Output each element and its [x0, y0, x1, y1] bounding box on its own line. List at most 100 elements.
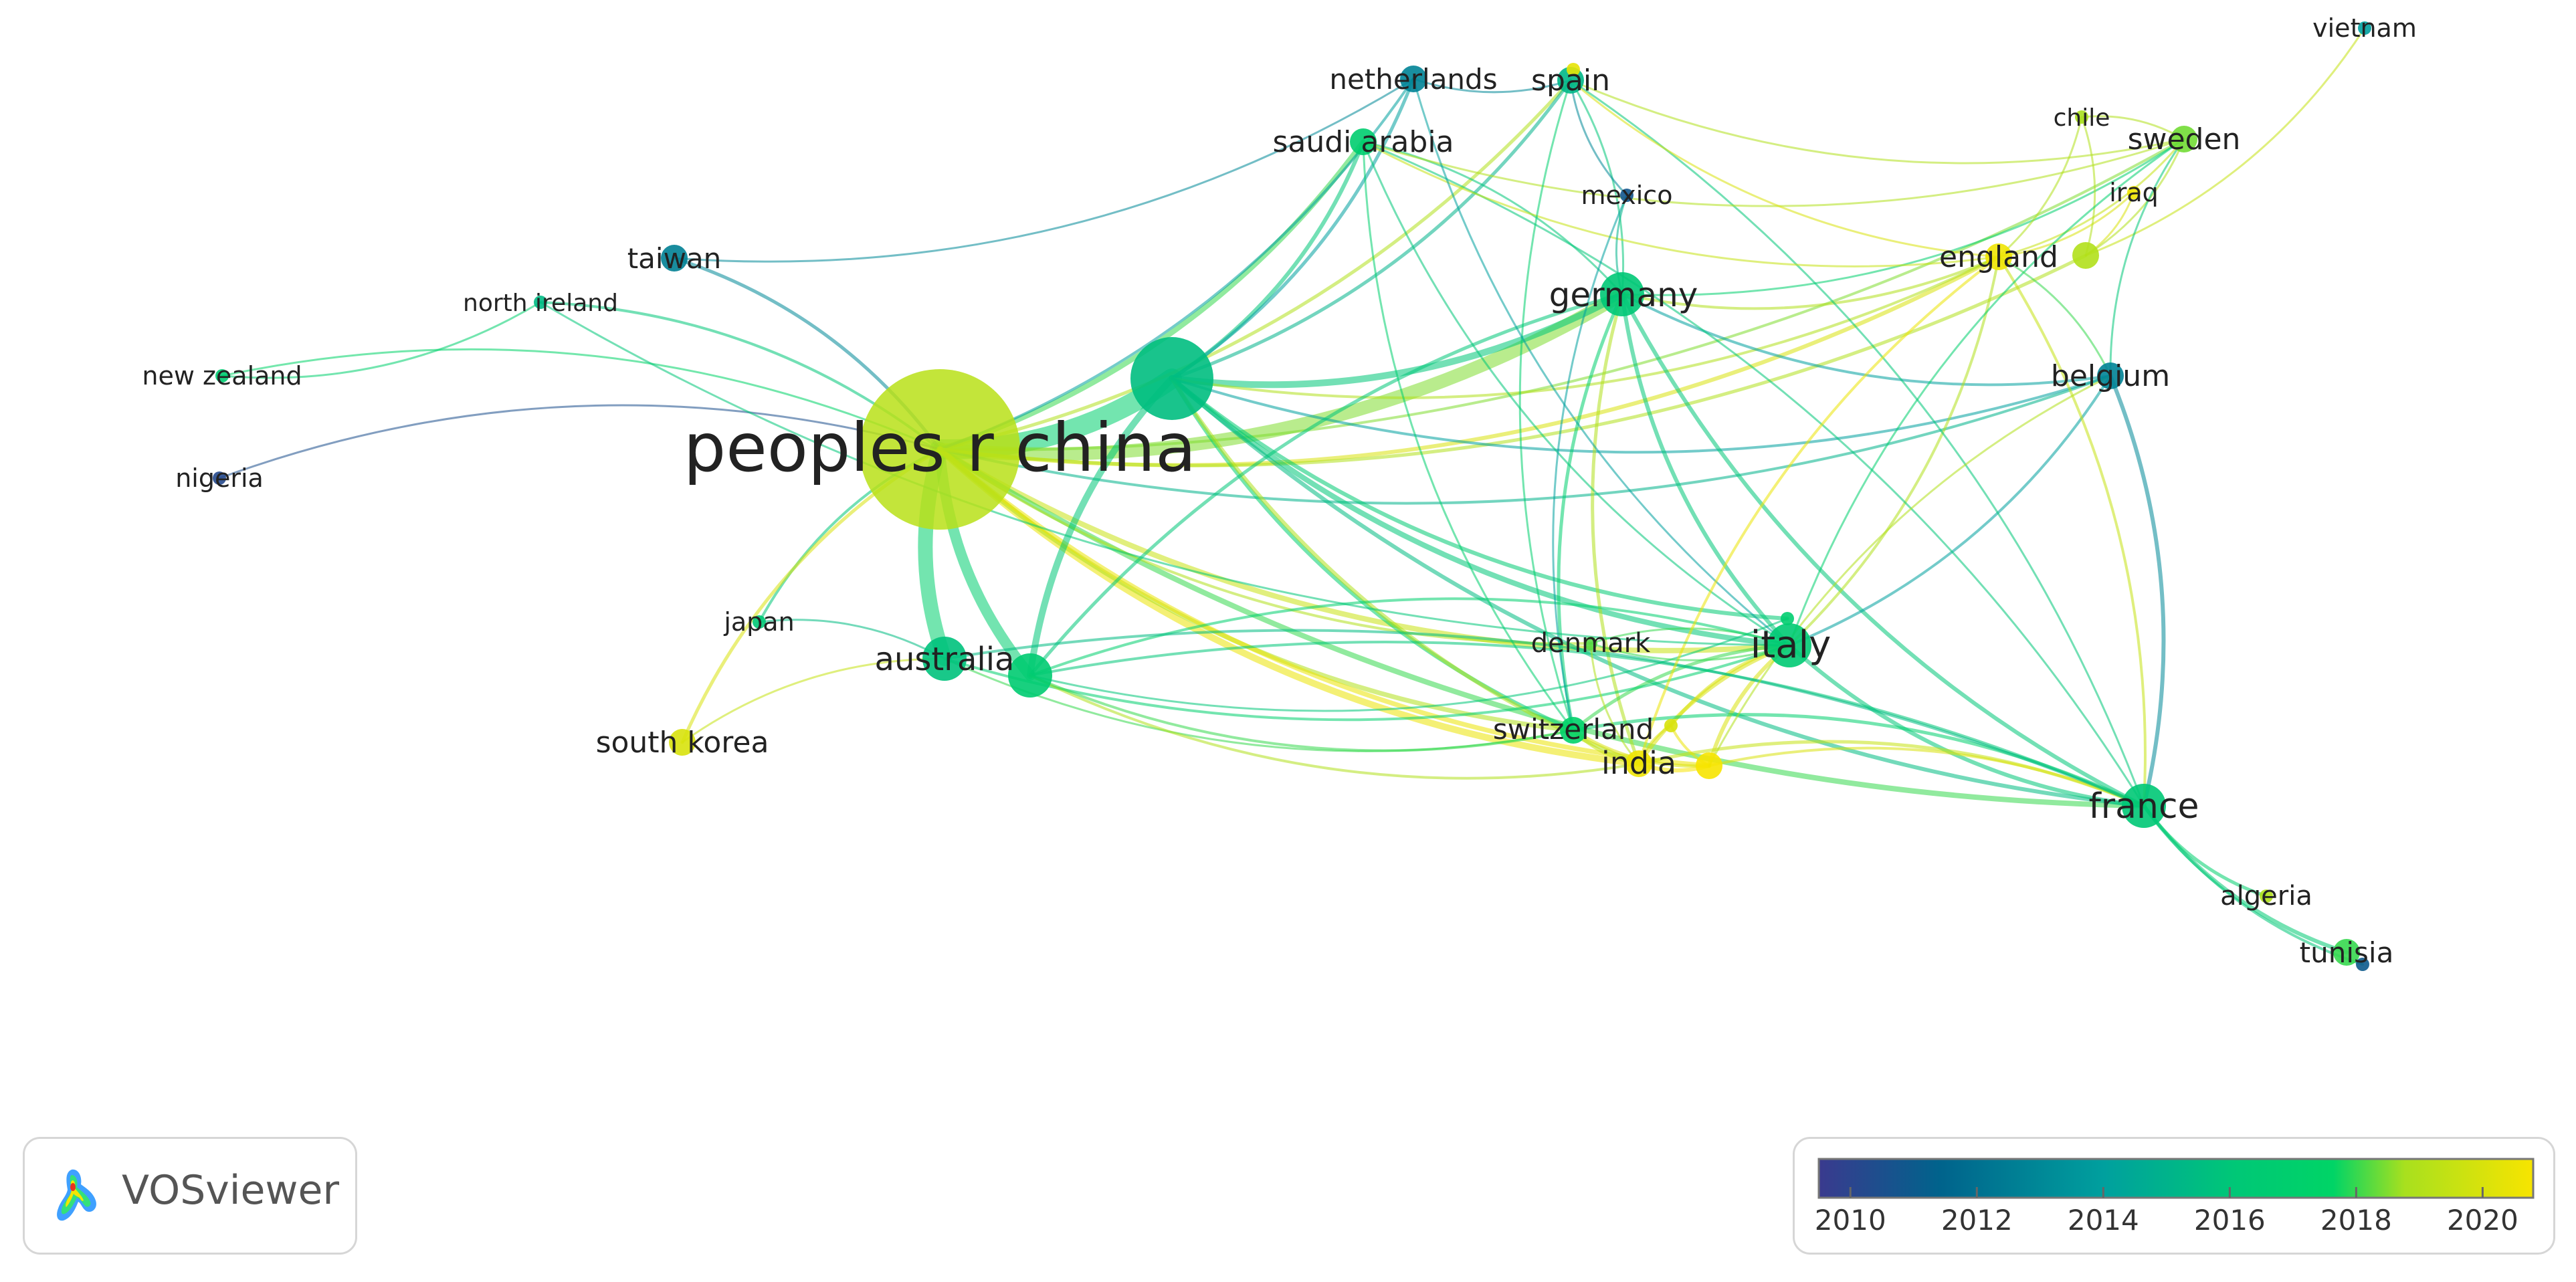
node-japan[interactable] — [753, 615, 766, 629]
node-label-france[interactable]: france — [2088, 786, 2199, 827]
link-germany-italy — [1620, 292, 1791, 647]
node-switzerland[interactable] — [1560, 717, 1587, 744]
node-belgium[interactable] — [2097, 362, 2124, 389]
node-chile[interactable] — [2075, 110, 2088, 124]
link-denmark-italy — [1589, 642, 1791, 661]
link-germany-switzerland — [1557, 292, 1624, 732]
link-germany-aus2 — [1028, 292, 1624, 677]
link-hub-aus2 — [1027, 375, 1175, 679]
node-label-denmark[interactable]: denmark — [1531, 628, 1651, 659]
node-australia[interactable] — [922, 637, 967, 681]
link-germany-france — [1620, 292, 2146, 808]
node-vietnam[interactable] — [2358, 21, 2371, 35]
link-hub-spain — [1170, 78, 1573, 381]
link-england-india — [1638, 255, 2000, 765]
node-spain-y[interactable] — [1567, 63, 1580, 76]
link-china-belgium — [938, 375, 2112, 505]
node-label-england[interactable]: england — [1939, 240, 2058, 274]
node-label-italy[interactable]: italy — [1751, 623, 1831, 667]
node-india[interactable] — [1625, 750, 1652, 777]
link-france-tun2 — [2143, 805, 2364, 966]
link-china-nigeria — [218, 404, 941, 479]
node-eng2[interactable] — [2072, 242, 2099, 269]
link-germany-belgium — [1621, 293, 2112, 387]
node-tunisia[interactable] — [2333, 939, 2360, 966]
node-label-taiwan[interactable]: taiwan — [627, 242, 722, 275]
node-china[interactable] — [860, 369, 1020, 530]
link-china-new_zealand — [221, 348, 941, 451]
link-china-eng2 — [938, 253, 2088, 467]
node-aus2[interactable] — [1008, 653, 1052, 698]
node-label-japan[interactable]: japan — [723, 607, 794, 637]
node-algeria[interactable] — [2260, 889, 2273, 903]
node-label-belgium[interactable]: belgium — [2051, 359, 2170, 393]
node-label-algeria[interactable]: algeria — [2220, 881, 2312, 912]
link-china-spain — [938, 78, 1573, 451]
color-gradient-bar — [1817, 1158, 2535, 1199]
link-france-spain — [1569, 79, 2145, 807]
node-hub[interactable] — [1130, 337, 1213, 420]
node-nigeria[interactable] — [213, 471, 226, 485]
link-belgium-ind2 — [1708, 375, 2112, 767]
node-italy[interactable] — [1767, 623, 1811, 667]
network-map[interactable]: peoples r china germany italy france austral… — [0, 0, 2576, 1124]
link-china-italy — [937, 447, 1792, 653]
node-label-vietnam[interactable]: vietnam — [2312, 13, 2417, 43]
link-germany-sweden — [1621, 138, 2185, 296]
node-label-iraq[interactable]: iraq — [2109, 178, 2159, 207]
node-label-australia[interactable]: australia — [875, 641, 1015, 678]
node-label-switzerland[interactable]: switzerland — [1493, 713, 1654, 746]
link-hub-england — [1171, 255, 2000, 399]
node-label-chile[interactable]: chile — [2054, 104, 2110, 132]
link-england-chile — [1997, 116, 2083, 258]
node-ind2[interactable] — [1696, 752, 1722, 779]
link-netherlands-italy — [1412, 78, 1791, 647]
node-italy2[interactable] — [1781, 612, 1794, 625]
link-eng2-chile — [2080, 116, 2096, 257]
node-england[interactable] — [1985, 243, 2012, 270]
legend-tick-label: 2014 — [2068, 1204, 2139, 1237]
link-spain-switzerland — [1518, 79, 1575, 732]
node-label-mexico[interactable]: mexico — [1581, 181, 1673, 210]
link-france-australia — [943, 629, 2145, 807]
node-label-saudi[interactable]: saudi arabia — [1272, 125, 1454, 159]
link-france-tunisia — [2142, 804, 2349, 954]
node-saudi[interactable] — [1350, 128, 1377, 155]
node-south-korea[interactable] — [669, 729, 696, 756]
node-label-nigeria[interactable]: nigeria — [175, 463, 264, 493]
node-label-sweden[interactable]: sweden — [2128, 122, 2241, 156]
node-new-zealand[interactable] — [215, 369, 229, 383]
link-england-sweden — [1997, 138, 2185, 258]
node-north-ireland[interactable] — [534, 296, 547, 309]
node-label-north-ireland[interactable]: north ireland — [463, 290, 618, 317]
link-australia-japan — [758, 619, 946, 660]
node-label-india[interactable]: india — [1601, 745, 1676, 781]
node-denmark[interactable] — [1584, 637, 1597, 650]
node-iraq[interactable] — [2127, 186, 2141, 199]
node-sweden[interactable] — [2171, 126, 2197, 152]
node-label-new-zealand[interactable]: new zealand — [142, 361, 302, 391]
node-france[interactable] — [2122, 784, 2166, 828]
node-label-spain[interactable]: spain — [1531, 64, 1610, 98]
node-label-netherlands[interactable]: netherlands — [1329, 63, 1497, 96]
legend-tick-label: 2020 — [2447, 1204, 2518, 1237]
vosviewer-logo-box: VOSviewer — [23, 1137, 357, 1255]
link-hub-italy — [1169, 376, 1792, 648]
link-spain-mexico — [1569, 79, 1628, 197]
link-new_zealand-north_ireland — [221, 301, 542, 379]
node-mexico[interactable] — [1620, 189, 1633, 202]
link-italy-england — [1788, 255, 2000, 647]
node-germany[interactable] — [1600, 272, 1644, 316]
node-label-tunisia[interactable]: tunisia — [2300, 936, 2394, 969]
node-label-south-korea[interactable]: south korea — [596, 726, 769, 760]
node-taiwan[interactable] — [661, 245, 688, 272]
node-label-china[interactable]: peoples r china — [684, 409, 1197, 487]
node-netherlands[interactable] — [1400, 66, 1427, 92]
node-label-germany[interactable]: germany — [1549, 276, 1698, 314]
link-france-ind2 — [1708, 746, 2145, 807]
legend-tick-label: 2016 — [2194, 1204, 2266, 1237]
node-tun2[interactable] — [2356, 958, 2369, 971]
node-sw2[interactable] — [1664, 719, 1678, 732]
node-layer — [213, 21, 2371, 971]
